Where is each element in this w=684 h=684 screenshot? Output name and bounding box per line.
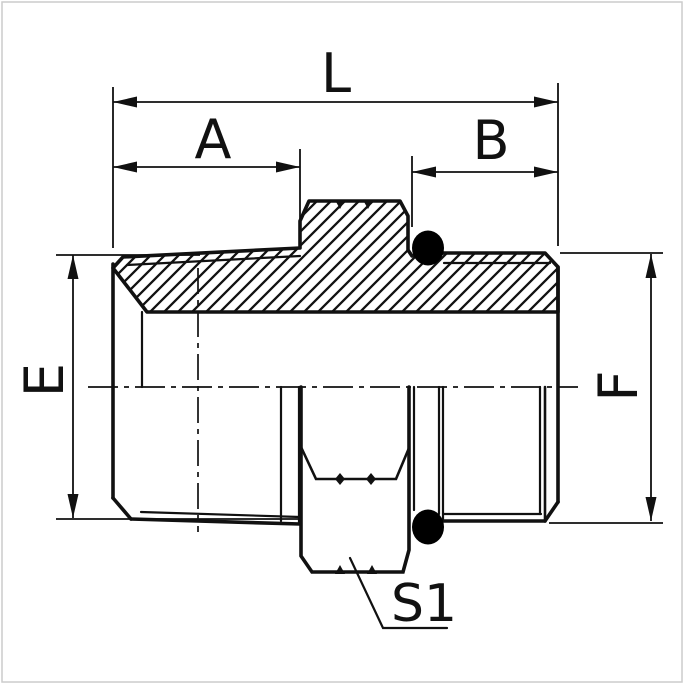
leader-line-S1 xyxy=(348,556,449,630)
o-ring-bottom xyxy=(412,509,444,545)
arrowhead-L-right xyxy=(534,96,558,108)
arrowhead-F-top xyxy=(645,254,657,278)
hex-tick-marks xyxy=(335,200,377,574)
hex-top-notch-2 xyxy=(363,200,373,209)
hex-arc-tick-1 xyxy=(335,473,345,485)
dim-label-S1: S1 xyxy=(391,574,457,634)
dimension-F: F xyxy=(549,252,663,524)
dimension-A: A xyxy=(113,108,301,219)
left-bottom-chamfer xyxy=(111,496,133,521)
right-bottom-chamfer xyxy=(543,500,560,523)
dim-label-A: A xyxy=(195,108,232,171)
dimension-E: E xyxy=(13,254,300,520)
hatch-section-area xyxy=(111,199,560,314)
arrowhead-L-left xyxy=(113,96,137,108)
body-external-lower xyxy=(111,262,560,574)
callout-S1: S1 xyxy=(348,556,457,634)
dim-label-F: F xyxy=(587,370,650,401)
arrowhead-A-right xyxy=(276,161,300,173)
arrowhead-A-left xyxy=(113,161,137,173)
left-thread-root-bottom xyxy=(139,510,302,519)
arrowhead-B-right xyxy=(534,166,558,178)
dimension-L: L xyxy=(112,42,559,248)
centerlines xyxy=(88,268,578,532)
arrowhead-B-left xyxy=(412,166,436,178)
dimension-B: B xyxy=(411,109,558,227)
dim-label-E: E xyxy=(13,363,76,397)
arrowhead-E-top xyxy=(67,255,79,279)
hex-bottom-notch-2 xyxy=(367,565,377,574)
o-ring-top xyxy=(412,230,444,266)
o-ring-seal xyxy=(412,230,444,545)
arrowhead-F-bottom xyxy=(645,497,657,521)
body-section-upper xyxy=(111,199,560,389)
dim-label-B: B xyxy=(472,109,509,172)
hex-bottom-notch-1 xyxy=(335,565,345,574)
hex-arc-tick-2 xyxy=(366,473,376,485)
hex-chamfer-arc xyxy=(299,445,411,481)
dim-label-L: L xyxy=(321,42,351,105)
arrowhead-E-bottom xyxy=(67,494,79,518)
left-thread-root-line xyxy=(125,254,302,267)
hex-top-notch-1 xyxy=(335,200,345,209)
